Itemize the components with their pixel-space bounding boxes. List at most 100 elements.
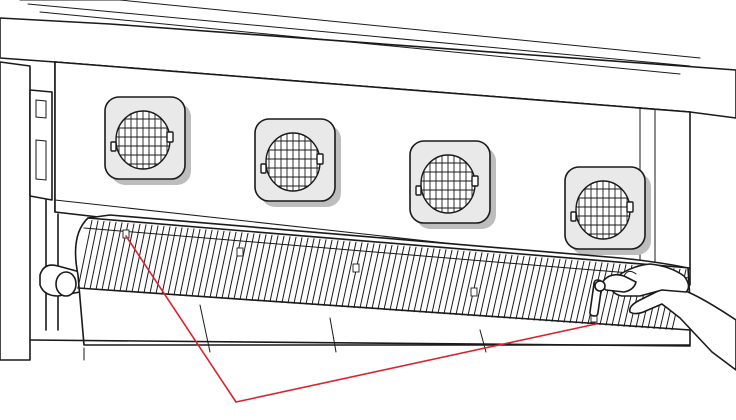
- platen-rib: [377, 244, 393, 310]
- platen-rib: [317, 239, 333, 306]
- platen-slot: [122, 229, 130, 239]
- callout-leader-left: [125, 235, 237, 403]
- platen-rib: [209, 230, 225, 298]
- platen-rib: [335, 241, 351, 307]
- platen-rib: [263, 235, 279, 302]
- platen-rib: [479, 253, 495, 317]
- fan-units: [104, 96, 651, 255]
- platen-rib: [563, 260, 579, 323]
- platen-rib: [545, 258, 561, 322]
- platen-rib: [383, 245, 399, 311]
- platen-rib: [443, 250, 459, 315]
- platen-rib: [239, 233, 255, 301]
- fan-unit-3: [409, 140, 496, 229]
- platen-rib: [167, 227, 183, 296]
- platen-rib: [227, 232, 243, 300]
- platen-rib: [221, 231, 237, 299]
- platen-rib: [77, 219, 93, 289]
- platen-rib: [485, 253, 501, 318]
- platen-rib: [401, 246, 417, 312]
- platen-rib: [521, 256, 537, 320]
- left-side-frame: [0, 61, 86, 361]
- platen-rib: [185, 228, 201, 297]
- platen-rib: [173, 227, 189, 296]
- platen-rib: [137, 224, 153, 293]
- platen-rib: [551, 259, 567, 322]
- platen-rib: [155, 226, 171, 295]
- platen-rib: [419, 248, 435, 313]
- platen-slot: [352, 263, 360, 273]
- platen-rib: [557, 259, 573, 323]
- platen-rib: [119, 223, 135, 292]
- platen-rib: [179, 228, 195, 296]
- platen-rib: [341, 241, 357, 308]
- platen-rib: [89, 220, 105, 290]
- platen-rib: [197, 229, 213, 298]
- fan-unit-2: [254, 118, 341, 207]
- platen: [74, 214, 691, 346]
- platen-slot: [470, 287, 478, 297]
- platen-slots: [122, 229, 598, 323]
- platen-rib: [95, 221, 111, 291]
- platen-rib: [353, 242, 369, 309]
- platen-rib: [275, 236, 291, 303]
- platen-slot: [236, 247, 244, 257]
- platen-rib: [131, 224, 147, 293]
- platen-rib: [359, 243, 375, 309]
- platen-rib: [293, 237, 309, 304]
- platen-rib: [437, 249, 453, 314]
- platen-rib: [371, 244, 387, 310]
- platen-rib: [161, 226, 177, 295]
- platen-rib: [455, 251, 471, 316]
- platen-rib: [149, 225, 165, 294]
- platen-rib: [491, 254, 507, 318]
- platen-rib: [467, 252, 483, 316]
- platen-rib: [311, 239, 327, 306]
- platen-rib: [581, 261, 597, 324]
- platen-rib: [233, 232, 249, 300]
- platen-rib: [101, 221, 117, 291]
- platen-rib: [515, 256, 531, 320]
- platen-rib: [245, 233, 261, 301]
- platen-rib: [599, 263, 615, 326]
- platen-rib: [575, 261, 591, 324]
- platen-rib: [191, 229, 207, 297]
- fan-unit-1: [104, 96, 191, 185]
- platen-rib: [125, 223, 141, 293]
- platen-rib: [107, 222, 123, 291]
- platen-rib: [143, 225, 159, 294]
- platen-rib: [257, 234, 273, 302]
- platen-rib: [215, 231, 231, 299]
- platen-rib: [251, 234, 267, 301]
- fan-unit-4: [564, 166, 651, 255]
- platen-rib: [347, 242, 363, 308]
- platen-rib: [287, 237, 303, 304]
- platen-rib: [527, 257, 543, 321]
- platen-rib: [425, 248, 441, 314]
- platen-rib: [497, 254, 513, 319]
- platen-rib: [569, 260, 585, 324]
- platen-rib: [305, 238, 321, 305]
- platen-rib: [83, 220, 99, 290]
- platen-rib: [389, 245, 405, 311]
- platen-rib: [473, 252, 489, 317]
- platen-rib: [299, 238, 315, 305]
- platen-rib: [449, 250, 465, 315]
- platen-rib: [323, 240, 339, 306]
- platen-rib: [431, 249, 447, 314]
- platen-rib: [503, 255, 519, 319]
- platen-rib: [203, 230, 219, 298]
- hand-with-tool: [589, 263, 736, 371]
- platen-rib: [413, 247, 429, 313]
- callout-leader-right: [235, 323, 597, 403]
- platen-rib: [539, 258, 555, 322]
- platen-rib: [395, 246, 411, 311]
- platen-rib: [509, 255, 525, 319]
- platen-rib: [281, 236, 297, 304]
- callout-leaders: [125, 235, 597, 403]
- platen-rib: [407, 247, 423, 312]
- platen-rib: [533, 257, 549, 321]
- platen-rib: [329, 240, 345, 307]
- platen-rib: [461, 251, 477, 316]
